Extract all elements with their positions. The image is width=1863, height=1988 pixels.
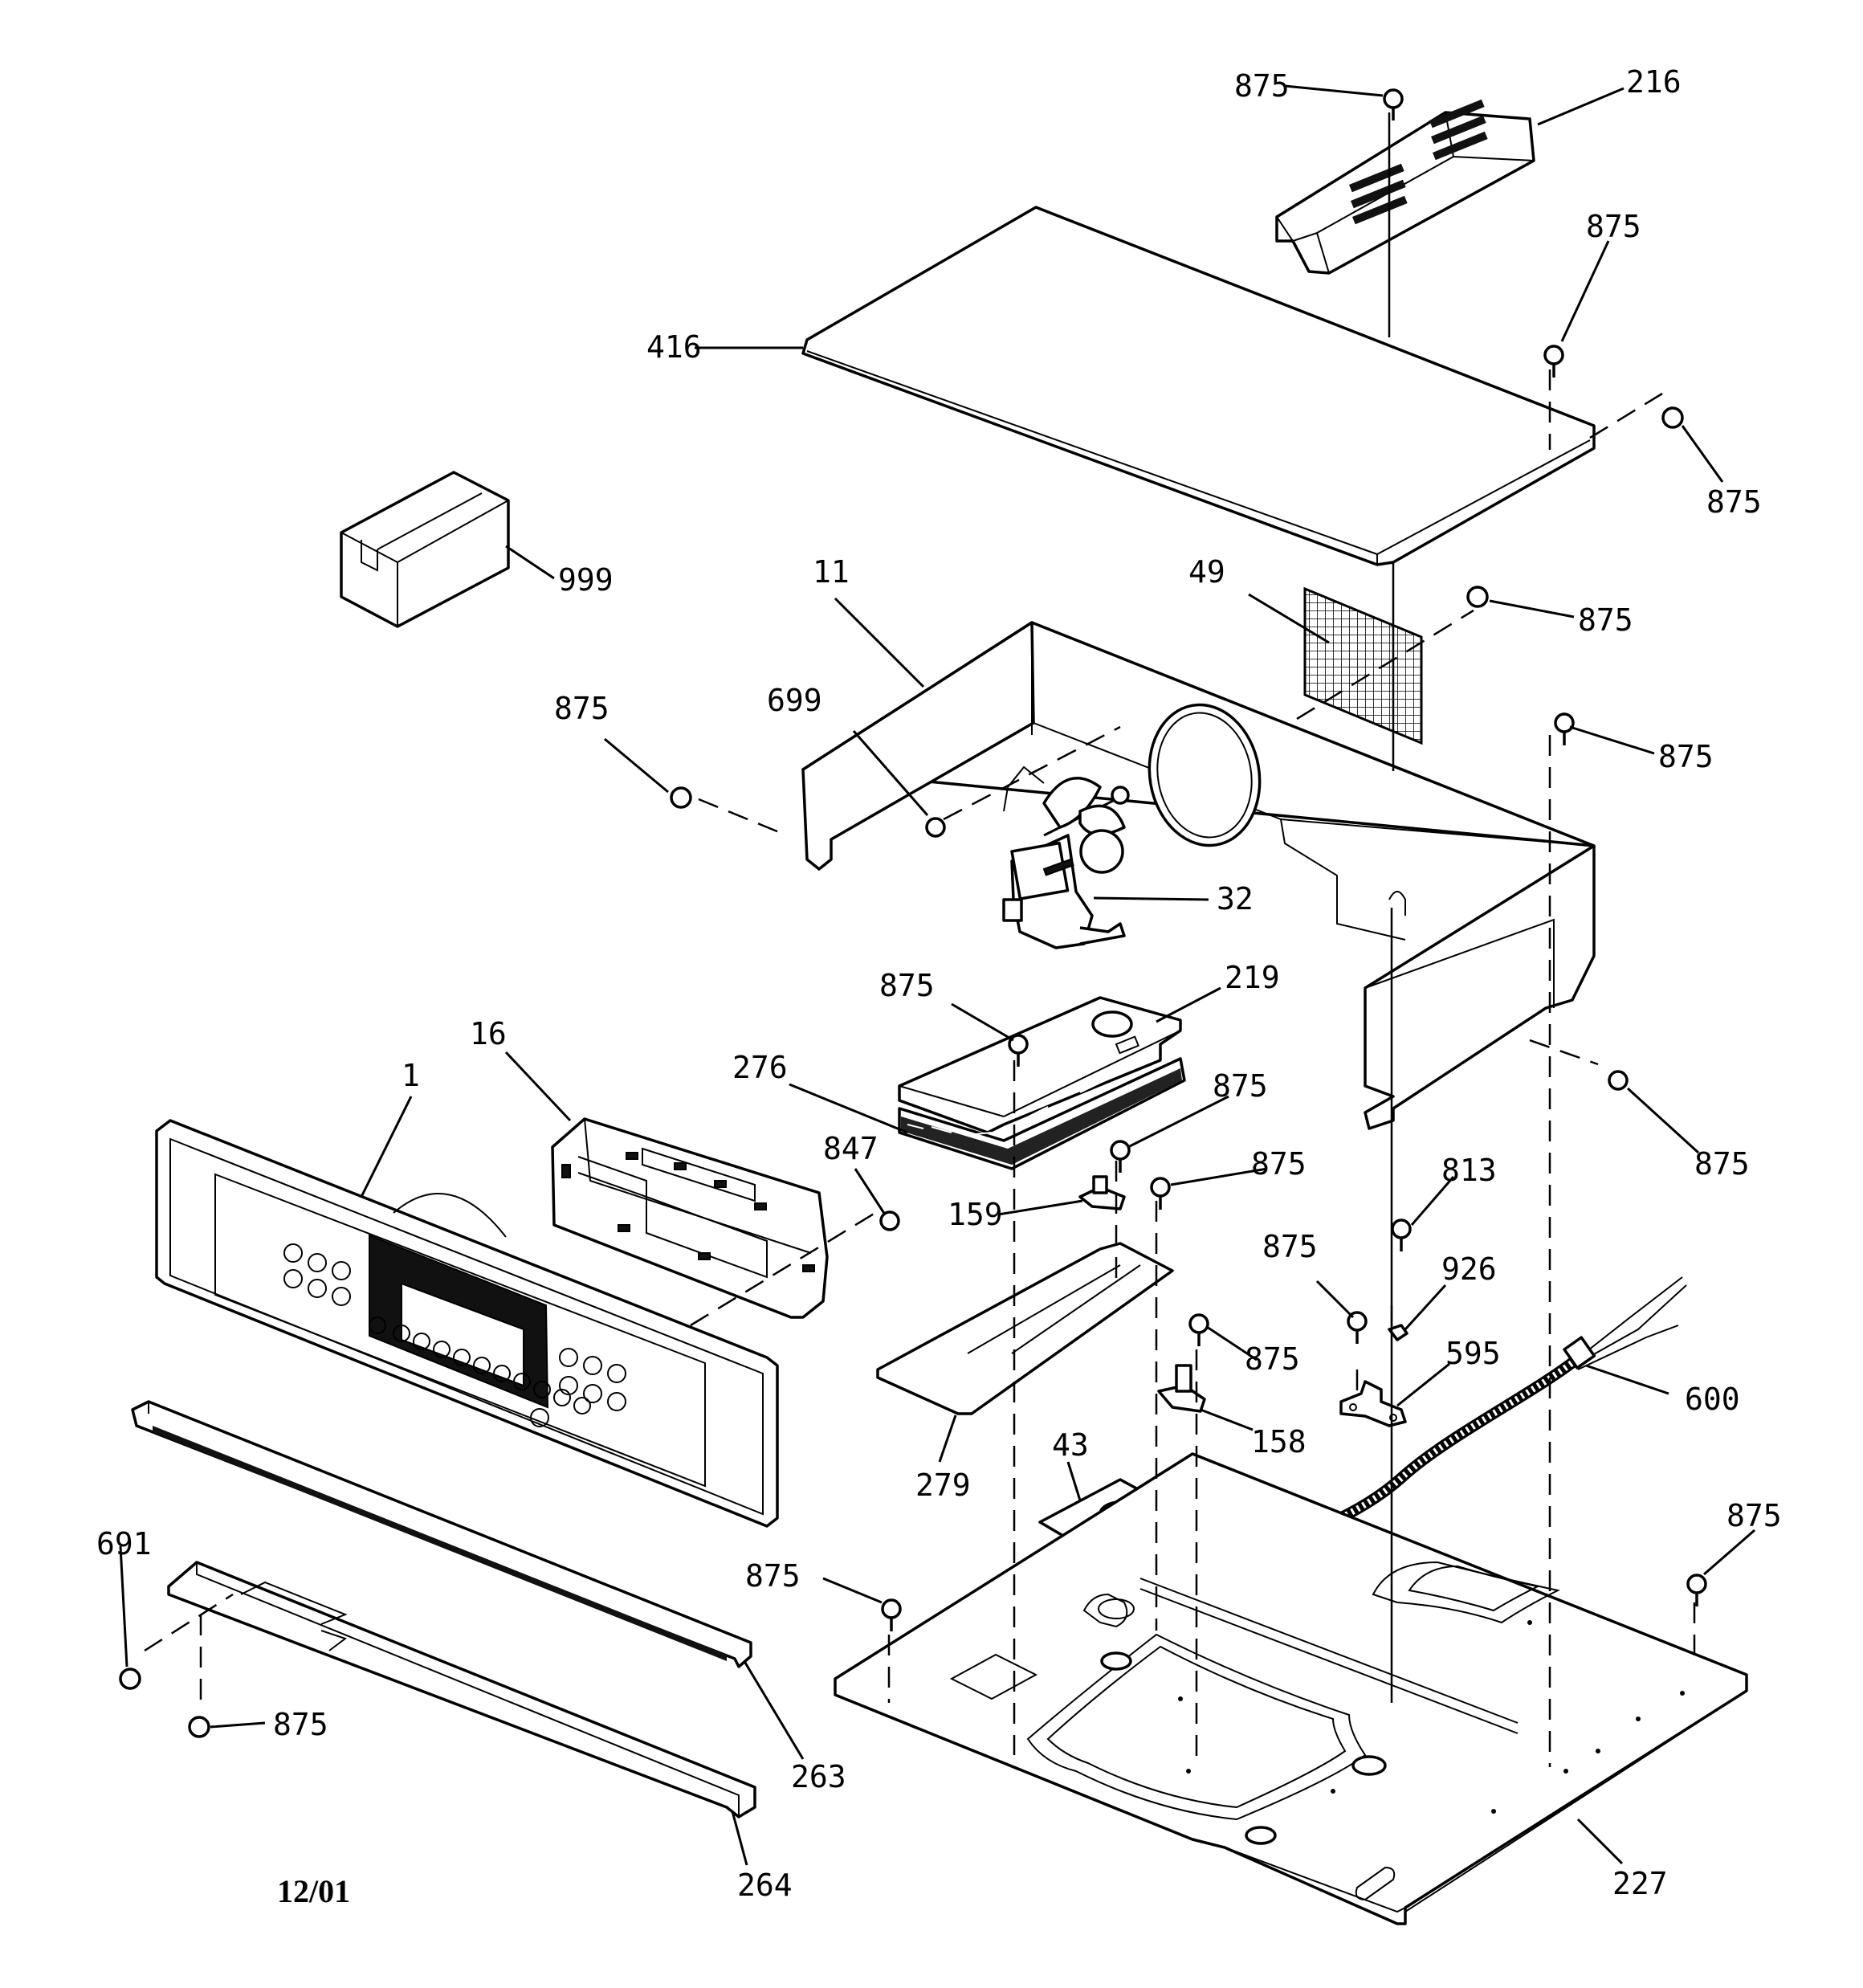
label-276: 276 (732, 1050, 788, 1085)
part-16-control-board (551, 1117, 829, 1319)
part-595-clamp (1339, 1380, 1407, 1427)
part-159-switch (1078, 1175, 1126, 1210)
label-875: 875 (1262, 1229, 1318, 1264)
label-691: 691 (96, 1526, 152, 1561)
part-158-switch (1157, 1364, 1206, 1413)
label-813: 813 (1441, 1153, 1497, 1188)
label-875: 875 (554, 691, 609, 726)
label-875: 875 (1706, 484, 1762, 520)
part-32-fan-motor (1002, 765, 1130, 949)
label-875: 875 (745, 1558, 801, 1594)
part-276-insulation (898, 1057, 1186, 1170)
label-159: 159 (948, 1197, 1003, 1232)
label-158: 158 (1251, 1424, 1307, 1459)
part-279-duct (876, 1242, 1174, 1415)
label-43: 43 (1052, 1427, 1089, 1463)
date-code: 12/01 (277, 1873, 350, 1909)
part-219-cover (898, 996, 1182, 1134)
label-875: 875 (879, 968, 935, 1003)
label-49: 49 (1188, 554, 1225, 590)
label-263: 263 (791, 1759, 846, 1794)
leader-lines (119, 84, 1755, 1866)
label-595: 595 (1445, 1336, 1501, 1371)
part-227-base-pan (834, 1452, 1748, 1925)
part-216-bracket (1275, 99, 1535, 275)
label-875: 875 (1694, 1146, 1750, 1182)
label-699: 699 (767, 683, 822, 718)
label-416: 416 (646, 329, 702, 365)
part-1-control-panel (155, 1119, 779, 1528)
label-875: 875 (1586, 209, 1641, 244)
label-999: 999 (558, 562, 614, 598)
label-875: 875 (273, 1707, 328, 1742)
part-labels: 875 216 875 416 875 999 11 49 875 875 69… (96, 64, 1782, 1909)
label-11: 11 (813, 554, 850, 590)
label-875: 875 (1726, 1498, 1782, 1533)
label-1: 1 (402, 1058, 420, 1093)
alignment-lines (144, 112, 1696, 1767)
label-847: 847 (823, 1131, 879, 1166)
label-32: 32 (1217, 881, 1254, 916)
part-263-trim (131, 1400, 752, 1668)
label-875: 875 (1578, 602, 1633, 638)
part-999-box (340, 471, 510, 628)
label-875: 875 (1245, 1341, 1300, 1377)
part-264-bottom-strip (167, 1561, 756, 1819)
label-219: 219 (1225, 960, 1280, 995)
part-416-top-cover (801, 206, 1596, 566)
label-926: 926 (1441, 1251, 1497, 1287)
part-49-mesh-screen (1303, 586, 1423, 745)
label-216: 216 (1626, 64, 1682, 100)
label-600: 600 (1685, 1382, 1740, 1417)
part-11-wrapper (801, 621, 1596, 1130)
label-875: 875 (1213, 1068, 1268, 1104)
label-264: 264 (737, 1868, 793, 1903)
part-926-nut (1388, 1324, 1408, 1341)
screws (119, 88, 1707, 1738)
label-875: 875 (1251, 1146, 1307, 1182)
label-279: 279 (915, 1468, 971, 1503)
label-875: 875 (1234, 68, 1290, 104)
label-875: 875 (1658, 739, 1714, 774)
label-227: 227 (1612, 1866, 1668, 1901)
label-16: 16 (470, 1016, 507, 1051)
